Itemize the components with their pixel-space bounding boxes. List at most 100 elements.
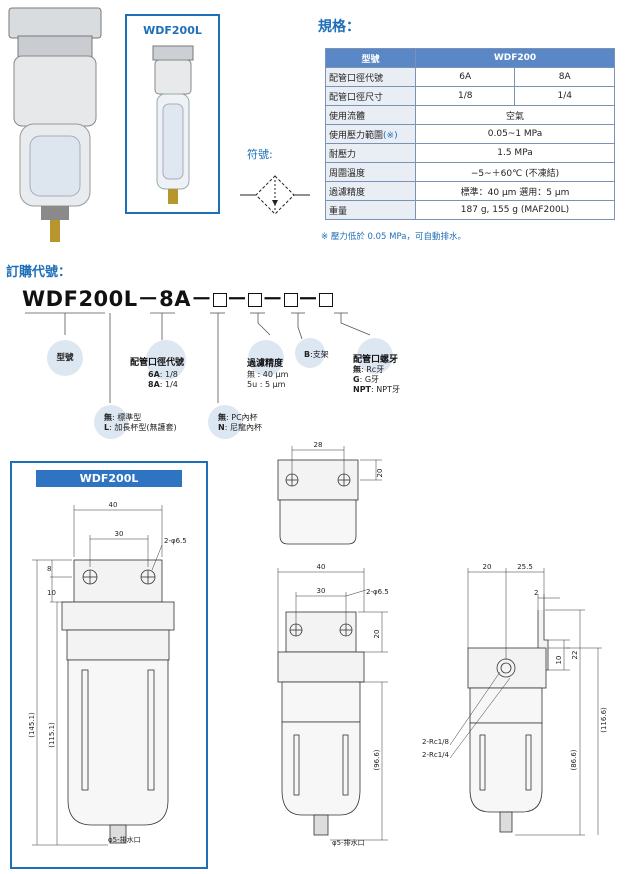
order-type-options: 無: 標準型 L: 加長杯型(無護套) [104,413,177,433]
order-thread-option: G: G牙 [353,375,400,385]
order-bowl-text: : PC內杯 [226,413,258,422]
dim-40: 40 [109,501,118,509]
spec-row-label: 使用流體 [325,105,416,125]
order-port-text: : 1/4 [159,380,178,389]
spec-cell: 1/8 [414,86,516,106]
order-code-port: 8A [159,287,192,311]
photo-model-label: WDF200L [143,24,202,37]
dim-side-rc14: 2-Rc1/4 [422,751,450,759]
spec-row: 配管口徑尺寸 1/8 1/4 [325,86,615,106]
order-thread-circle [357,338,393,374]
drawing-title: WDF200L [36,470,182,487]
order-thread-heading: 配管口螺牙 [353,355,399,365]
order-bracket-text: :支架 [310,350,329,359]
dim-top-28: 28 [314,441,323,449]
dim-hole: 2-φ6.5 [164,537,187,545]
dim-side-86.6: (86.6) [570,749,578,770]
dim-side-10: 10 [555,656,563,665]
order-filter-heading: 過濾精度 [247,359,284,369]
order-thread-text: : G牙 [359,375,380,384]
order-bowl-code: 無 [218,413,226,422]
spec-row: 過濾精度 標準：40 μm 選用：5 μm [325,181,615,201]
order-bracket-code: B [304,350,311,359]
drawing-wdf200l: 40 30 2-φ6.5 8 10 (145.1) (115.1) φ5-排水口 [28,501,187,846]
spec-cell: 1/4 [514,86,615,106]
symbol-label: 符號: [247,148,273,161]
dim-side-116.6: (116.6) [600,707,608,733]
spec-row-label: 配管口徑代號 [325,67,416,87]
dim-top-20: 20 [376,469,384,478]
spec-cell: 8A [514,67,615,87]
order-type-option: 無: 標準型 [104,413,177,423]
spec-row-label: 耐壓力 [325,143,416,163]
order-type-code: 無 [104,413,112,422]
order-model-circle: 型號 [47,340,83,376]
order-code-box [212,293,227,307]
order-bracket-option: B:支架 [304,350,329,360]
spec-row-label: 使用壓力範圍(※) [325,124,416,144]
spec-row: 耐壓力 1.5 MPa [325,143,615,163]
order-thread-options: 無: Rc牙 G: G牙 NPT: NPT牙 [353,365,400,395]
order-bowl-code: N [218,423,225,432]
spec-row: 配管口徑代號 6A 8A [325,67,615,87]
dim-front-20: 20 [373,630,381,639]
dim-side-rc18: 2-Rc1/8 [422,738,449,746]
dim-30: 30 [115,530,124,538]
spec-table: 型號 WDF200 配管口徑代號 6A 8A 配管口徑尺寸 1/8 1/4 使用… [325,48,615,220]
filter-symbol [240,175,310,215]
spec-cell: 187 g, 155 g (MAF200L) [415,200,615,220]
order-code-sep: － [137,287,160,311]
spec-row: 重量 187 g, 155 g (MAF200L) [325,200,615,220]
order-thread-text: : NPT牙 [371,385,400,394]
spec-row-label: 過濾精度 [325,181,416,201]
order-code-box [248,293,263,307]
dim-side-25.5: 25.5 [517,563,533,571]
drawing-bracket-top: 28 20 [277,441,384,545]
order-filter-option: 無 : 40 μm [247,370,289,379]
dim-115: (115.1) [48,722,56,748]
spec-row-label-mark: (※) [383,130,398,141]
order-port-code: 6A [148,370,160,379]
order-port-heading: 配管口徑代號 [130,358,185,368]
spec-row: 使用流體 空氣 [325,105,615,125]
order-filter-option: 5u : 5 μm [247,380,286,389]
dim-side-20: 20 [483,563,492,571]
dim-8: 8 [47,565,51,573]
dim-front-hole: 2-φ6.5 [366,588,389,596]
spec-header-row: 型號 WDF200 [325,48,615,68]
spec-row-label: 重量 [325,200,416,220]
order-type-text: : 加長杯型(無護套) [109,423,177,432]
drawing-frame [10,461,208,869]
spec-title: 規格： [318,19,360,35]
spec-note: ※ 壓力低於 0.05 MPa，可自動排水。 [321,232,466,242]
product-photo [8,7,102,242]
order-port-options: 6A: 1/8 8A: 1/4 [148,370,178,390]
order-filter-options: 無 : 40 μm 5u : 5 μm [247,370,288,390]
spec-cell: 6A [414,67,516,87]
order-thread-code: G [353,375,360,384]
spec-header-label: 型號 [325,48,416,68]
spec-row: 使用壓力範圍(※) 0.05~1 MPa [325,124,615,144]
order-thread-option: NPT: NPT牙 [353,385,400,395]
order-code-sep: － [262,287,284,311]
order-type-code: L [104,423,110,432]
spec-cell: 1.5 MPa [415,143,615,163]
order-title: 訂購代號： [6,265,72,280]
order-port-option: 6A: 1/8 [148,370,178,380]
drawing-front: 40 30 2-φ6.5 20 (96.6) φ5-排水口 [277,563,389,847]
order-type-option: L: 加長杯型(無護套) [104,423,177,433]
product-photo-frame: WDF200L [125,14,220,214]
order-bowl-option: 無: PC內杯 [218,413,262,423]
order-code-sep: － [297,287,320,311]
order-type-circle [94,405,128,439]
spec-cell: 空氣 [415,105,615,125]
spec-row-label-text: 使用壓力範圍 [329,130,384,141]
dim-front-drain: φ5-排水口 [332,838,365,847]
order-port-option: 8A: 1/4 [148,380,178,390]
order-thread-text: : Rc牙 [361,365,385,374]
dim-side-22: 22 [571,651,579,660]
drawing-side: 20 25.5 2 10 22 (116.6) (86.6) 2-Rc1/8 2… [422,563,608,836]
order-code-leader-lines [25,312,371,403]
spec-cell: 標準：40 μm 選用：5 μm [415,181,615,201]
dim-10: 10 [47,589,56,597]
